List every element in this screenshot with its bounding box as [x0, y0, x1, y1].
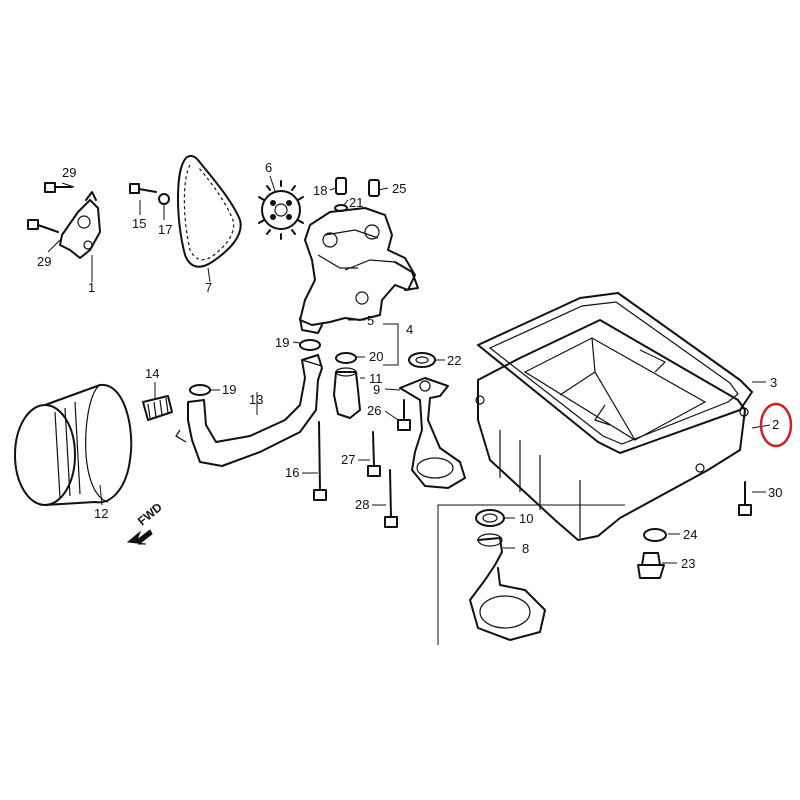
callout-28: 28 [355, 497, 369, 512]
part-6-sprocket [258, 180, 304, 240]
callout-29-top: 29 [62, 165, 76, 180]
fwd-label: FWD [135, 500, 165, 529]
part-24-washer [643, 528, 667, 542]
part-18-dowel [335, 177, 347, 195]
callout-13: 13 [249, 392, 263, 407]
callout-20: 20 [369, 349, 383, 364]
subassembly-bracket [437, 504, 625, 645]
callout-labels: 29 29 1 15 17 7 6 18 21 25 5 4 19 20 11 … [37, 160, 782, 571]
callout-18: 18 [313, 183, 327, 198]
callout-12: 12 [94, 506, 108, 521]
callout-15: 15 [132, 216, 146, 231]
part-17-washer [158, 193, 170, 205]
callout-21: 21 [349, 195, 363, 210]
callout-30: 30 [768, 485, 782, 500]
part-8-strainer [469, 533, 546, 641]
part-16-bolt [313, 421, 327, 501]
callout-23: 23 [681, 556, 695, 571]
callout-7: 7 [205, 280, 212, 295]
part-29-bolt-top [44, 182, 73, 193]
part-10-seal [475, 509, 505, 527]
part-11-collar [333, 367, 361, 419]
callout-1: 1 [88, 280, 95, 295]
part-7-chain [177, 154, 242, 268]
callout-2: 2 [772, 417, 779, 432]
part-1-bracket [59, 191, 101, 259]
part-30-bolt [738, 481, 752, 516]
part-29-bolt-left [27, 219, 59, 233]
part-20-o-ring [335, 352, 357, 364]
part-28-bolt [384, 469, 398, 528]
leader-lines [47, 175, 771, 564]
part-14-filter-nipple [142, 395, 173, 421]
fwd-arrow-icon: FWD [126, 500, 165, 545]
part-15-bolt [129, 183, 157, 194]
callout-9: 9 [373, 382, 380, 397]
part-27-bolt [367, 431, 381, 477]
part-3-oil-pan-gasket [477, 292, 753, 454]
part-oil-pan [475, 319, 749, 541]
highlight-ring [759, 402, 793, 448]
callout-24: 24 [683, 527, 697, 542]
part-25-dowel [368, 179, 380, 197]
callout-6: 6 [265, 160, 272, 175]
callout-10: 10 [519, 511, 533, 526]
part-9-strainer [399, 377, 466, 489]
callout-4: 4 [406, 322, 413, 337]
callout-11: 11 [369, 371, 383, 386]
part-26-bolt [397, 399, 411, 431]
callout-14: 14 [145, 366, 159, 381]
part-12-oil-filter [14, 383, 133, 506]
part-19-o-ring-lower [189, 384, 211, 396]
part-5-oil-pump [299, 207, 419, 334]
callout-5: 5 [367, 313, 374, 328]
callout-19-lower: 19 [222, 382, 236, 397]
callout-27: 27 [341, 452, 355, 467]
callout-16: 16 [285, 465, 299, 480]
callout-25: 25 [392, 181, 406, 196]
callout-22: 22 [447, 353, 461, 368]
part-22-oil-seal [408, 352, 436, 368]
callout-29-left: 29 [37, 254, 51, 269]
callout-19-upper: 19 [275, 335, 289, 350]
part-23-drain-bolt [637, 552, 665, 579]
callout-3: 3 [770, 375, 777, 390]
callout-26: 26 [367, 403, 381, 418]
part-19-o-ring-upper [299, 339, 321, 351]
callout-8: 8 [522, 541, 529, 556]
callout-17: 17 [158, 222, 172, 237]
part-13-oil-pipe [175, 354, 323, 467]
